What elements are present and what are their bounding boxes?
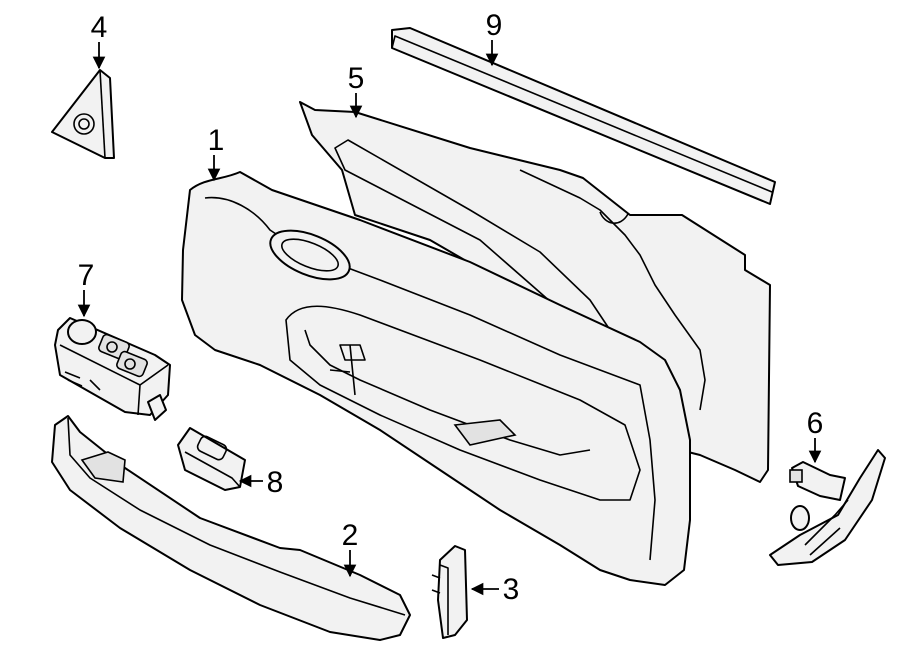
part-1-door-trim-panel bbox=[181, 171, 691, 586]
part-6-door-handle bbox=[769, 449, 886, 566]
callout-1-label: 1 bbox=[208, 124, 225, 157]
callout-4-label: 4 bbox=[91, 11, 108, 44]
callout-4: 4 bbox=[91, 11, 108, 70]
callout-5: 5 bbox=[348, 62, 365, 119]
part-8-switch-bezel bbox=[177, 427, 246, 491]
callout-9: 9 bbox=[486, 9, 503, 67]
callout-8: 8 bbox=[238, 466, 284, 499]
callout-3-label: 3 bbox=[503, 573, 520, 606]
callout-6: 6 bbox=[807, 407, 824, 464]
callout-7-label: 7 bbox=[78, 259, 95, 292]
part-9-belt-weatherstrip bbox=[391, 27, 776, 205]
callout-3: 3 bbox=[470, 573, 520, 606]
part-4-mirror-trim-cover bbox=[51, 69, 115, 159]
callout-5-label: 5 bbox=[348, 62, 365, 95]
part-3-end-cap bbox=[431, 545, 468, 639]
callout-8-label: 8 bbox=[267, 466, 284, 499]
callout-1: 1 bbox=[208, 124, 225, 182]
callout-7: 7 bbox=[78, 259, 95, 318]
part-7-window-switch bbox=[54, 317, 171, 421]
part-2-armrest-pad bbox=[51, 415, 411, 641]
callout-2: 2 bbox=[342, 519, 359, 578]
callout-6-label: 6 bbox=[807, 407, 824, 440]
callout-2-label: 2 bbox=[342, 519, 359, 552]
callout-9-label: 9 bbox=[486, 9, 503, 42]
